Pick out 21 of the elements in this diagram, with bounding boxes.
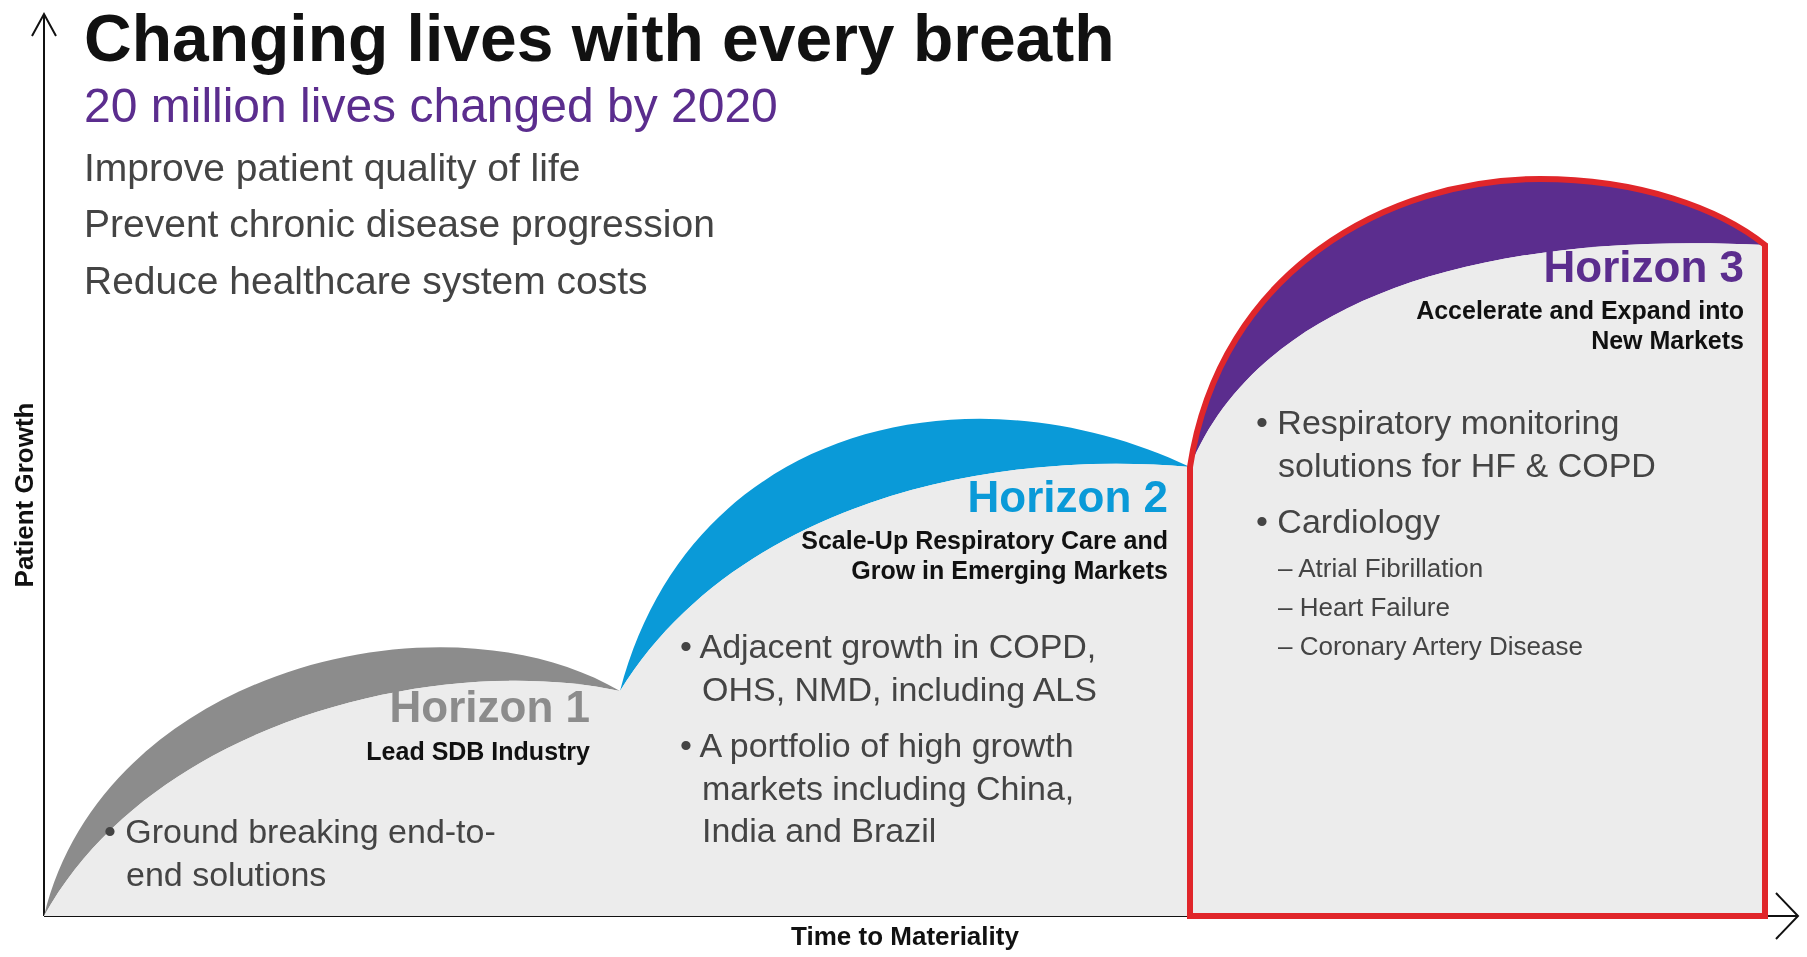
sub-bullet-item: – Coronary Artery Disease: [1278, 629, 1584, 663]
horizon-heading: Horizon 2: [967, 473, 1168, 522]
bullet-item: • A portfolio of high growth markets including China, India and Brazil: [680, 725, 1076, 851]
title: Changing lives with every breath: [84, 0, 1115, 76]
axis-label: Patient Growth: [10, 402, 40, 588]
goal-text: Reduce healthcare system costs: [84, 259, 648, 304]
axis-label: Time to Materiality: [791, 922, 1019, 952]
horizon-subtitle: Lead SDB Industry: [365, 736, 590, 766]
horizon-heading: Horizon 3: [1543, 243, 1744, 292]
goal-text: Improve patient quality of life: [84, 146, 581, 191]
horizon-heading: Horizon 1: [389, 683, 590, 732]
sub-bullet-item: – Heart Failure: [1278, 590, 1451, 624]
horizon-subtitle: Scale-Up Respiratory Care and Grow in Emerging Markets: [800, 525, 1168, 585]
goal-text: Prevent chronic disease progression: [84, 202, 715, 247]
sub-bullet-item: – Atrial Fibrillation: [1278, 551, 1485, 585]
horizon-area: [1190, 179, 1765, 916]
horizon-subtitle: Accelerate and Expand into New Markets: [1415, 295, 1744, 355]
bullet-item: • Respiratory monitoring solutions for HF & COPD: [1256, 402, 1657, 486]
bullet-item: • Cardiology: [1256, 501, 1441, 542]
bullet-item: • Adjacent growth in COPD, OHS, NMD, including ALS: [680, 626, 1098, 710]
subtitle: 20 million lives changed by 2020: [84, 78, 778, 134]
